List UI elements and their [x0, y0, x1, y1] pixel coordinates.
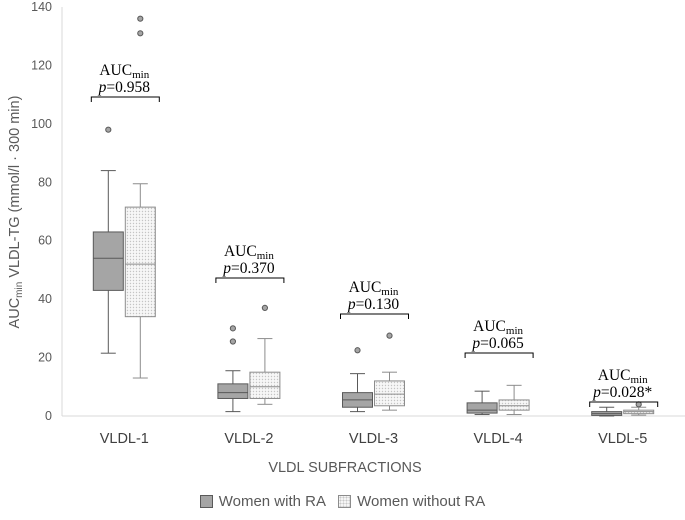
box-ra-vldl-3 — [342, 347, 373, 413]
significance-bracket — [215, 277, 285, 283]
annotation-title: AUCmin — [473, 318, 523, 337]
box-iqr — [124, 206, 156, 318]
annotation-p-value: p=0.130 — [347, 296, 400, 313]
outlier-point — [261, 304, 268, 312]
annotation-p-value: p=0.065 — [471, 335, 524, 352]
annotation-title: AUCmin — [224, 243, 274, 262]
outlier-point — [229, 325, 236, 332]
legend-swatch-no-ra — [338, 495, 352, 508]
box-iqr — [374, 380, 405, 407]
significance-bracket — [340, 313, 409, 319]
annotation-title: AUCmin — [349, 279, 399, 298]
annotation-p-value: p=0.958 — [98, 79, 151, 96]
annotation-title: AUCmin — [99, 62, 149, 81]
box-no-ra-vldl-2 — [249, 304, 281, 405]
x-tick-label: VLDL-5 — [598, 431, 647, 447]
y-tick-label: 20 — [38, 351, 52, 365]
legend-swatch-ra — [199, 495, 213, 508]
box-iqr — [498, 399, 530, 411]
box-iqr — [466, 402, 498, 414]
legend-label-no-ra: Women without RA — [357, 493, 486, 510]
significance-bracket — [589, 401, 659, 407]
annotation-p-value: p=0.028* — [592, 384, 652, 401]
x-tick-label: VLDL-3 — [349, 431, 398, 447]
outlier-point — [137, 30, 144, 37]
box-iqr — [249, 371, 281, 399]
annotation-title: AUCmin — [598, 367, 648, 386]
box-ra-vldl-2 — [217, 325, 249, 413]
box-no-ra-vldl-3 — [374, 332, 405, 411]
box-no-ra-vldl-1 — [124, 15, 156, 379]
y-tick-label: 120 — [31, 58, 52, 72]
legend: Women with RA Women without RA — [0, 493, 685, 512]
y-tick-label: 40 — [38, 292, 52, 306]
box-ra-vldl-5 — [591, 406, 623, 417]
outlier-point — [354, 347, 361, 354]
x-axis-label: VLDL SUBFRACTIONS — [268, 460, 421, 476]
y-axis-label: AUCmin VLDL-TG (mmol/l · 300 min) — [7, 96, 25, 329]
legend-item-ra: Women with RA — [199, 493, 326, 510]
legend-label-ra: Women with RA — [218, 493, 326, 510]
box-no-ra-vldl-4 — [498, 384, 530, 416]
y-tick-label: 80 — [38, 175, 52, 189]
outlier-point — [137, 15, 144, 22]
outlier-point — [386, 332, 393, 339]
legend-item-no-ra: Women without RA — [338, 493, 485, 510]
box-ra-vldl-1 — [92, 126, 124, 354]
x-tick-label: VLDL-1 — [100, 431, 149, 447]
y-tick-label: 140 — [31, 0, 52, 14]
x-tick-label: VLDL-4 — [474, 431, 523, 447]
annotation-p-value: p=0.370 — [222, 260, 275, 277]
box-iqr — [92, 231, 124, 291]
x-tick-label: VLDL-2 — [224, 431, 273, 447]
significance-bracket — [90, 96, 160, 102]
y-tick-label: 0 — [45, 409, 52, 423]
outlier-point — [229, 338, 236, 345]
y-tick-label: 100 — [31, 117, 52, 131]
significance-bracket — [464, 352, 534, 358]
box-no-ra-vldl-5 — [623, 401, 655, 416]
outlier-point — [105, 126, 112, 133]
y-tick-label: 60 — [38, 234, 52, 248]
box-ra-vldl-4 — [466, 390, 498, 416]
box-iqr — [217, 383, 249, 399]
